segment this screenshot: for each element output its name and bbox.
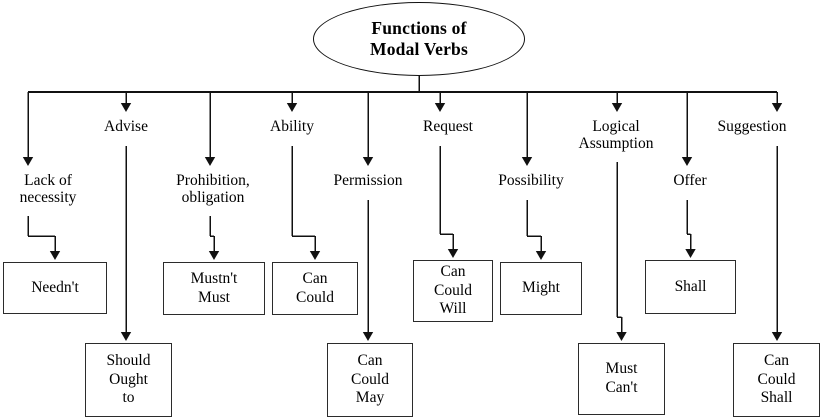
branch-1-to-box-arrowhead: [120, 332, 132, 341]
branch-2-to-label-arrowhead: [204, 157, 216, 166]
diagram-title-ellipse: Functions of Modal Verbs: [313, 2, 525, 76]
modal-verb-box-2: Mustn't Must: [163, 262, 265, 315]
modal-verb-box-8: Shall: [645, 260, 736, 314]
branch-9-to-box-arrowhead: [771, 332, 783, 341]
category-label-3: Ability: [270, 118, 314, 135]
branch-6-to-box-arrowhead: [535, 251, 547, 260]
branch-8-to-box-arrowhead: [685, 249, 696, 258]
modal-verb-box-6: Might: [500, 262, 582, 315]
modal-verb-box-9: Can Could Shall: [733, 343, 820, 417]
category-label-2: Prohibition, obligation: [176, 172, 250, 207]
branch-5-to-label-arrowhead: [434, 103, 446, 112]
branch-0-to-label-arrowhead: [22, 157, 34, 166]
branch-8-to-label-arrowhead: [681, 157, 693, 166]
modal-verb-box-4: Can Could May: [327, 343, 413, 417]
category-label-9: Suggestion: [717, 118, 787, 135]
category-label-6: Possibility: [498, 172, 564, 189]
modal-verb-box-7: Must Can't: [578, 343, 665, 415]
diagram-title-line-2: Modal Verbs: [370, 39, 468, 59]
branch-7-to-label-arrowhead: [611, 103, 623, 112]
branch-1-to-label-arrowhead: [120, 103, 132, 112]
branch-2-to-box-arrowhead: [208, 251, 220, 260]
branch-4-to-box-arrowhead: [362, 332, 374, 341]
category-label-7: Logical Assumption: [578, 118, 654, 153]
modal-verb-box-1: Should Ought to: [85, 343, 172, 417]
branch-4-to-label-arrowhead: [362, 157, 374, 166]
modal-verb-box-3: Can Could: [272, 262, 358, 315]
branch-0-to-box-arrowhead: [49, 251, 61, 260]
modal-verb-box-0: Needn't: [3, 262, 107, 314]
branch-6-to-label-arrowhead: [521, 157, 533, 166]
branch-9-to-label-arrowhead: [771, 103, 783, 112]
category-label-0: Lack of necessity: [19, 172, 77, 207]
branch-7-to-box-arrowhead: [616, 332, 627, 341]
branch-3-to-box-arrowhead: [309, 251, 321, 260]
diagram-title-line-1: Functions of: [371, 18, 467, 39]
branch-5-to-box-arrowhead: [447, 249, 459, 258]
modal-verb-box-5: Can Could Will: [413, 260, 493, 322]
branch-3-to-label-arrowhead: [286, 103, 298, 112]
category-label-5: Request: [423, 118, 473, 135]
category-label-8: Offer: [673, 172, 707, 189]
category-label-4: Permission: [333, 172, 403, 189]
category-label-1: Advise: [104, 118, 148, 135]
